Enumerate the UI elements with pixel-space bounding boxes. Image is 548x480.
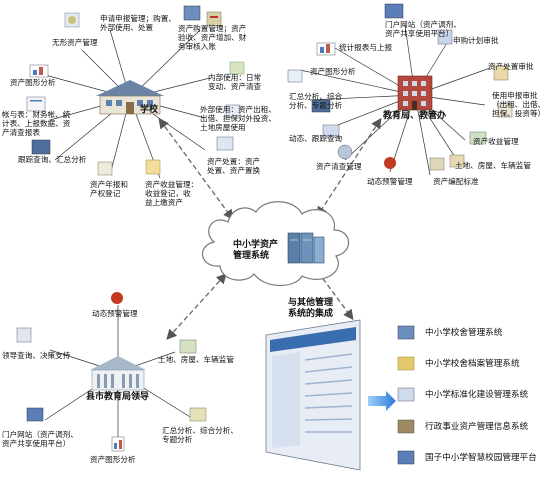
bureau-item-warning: 动态预警管理 <box>367 177 413 186</box>
school-item-tracking: 跟踪查询、汇总分析 <box>18 155 87 164</box>
school-item-external: 外部使用：资产出租、 出借、担保对外投资、 土地房屋使用 <box>200 105 276 133</box>
school-building-icon <box>96 80 164 115</box>
center-title: 中小学资产 管理系统 <box>233 240 279 261</box>
bureau-item-land: 土地、房屋、车辆监管 <box>455 161 531 170</box>
bureau-item-analysis: 汇总分析、综合 分析、专题分析 <box>289 92 343 111</box>
county-item-land: 土地、房屋、车辆监管 <box>158 355 234 364</box>
cloud-shape <box>202 201 350 287</box>
integration-screenshot <box>265 319 361 471</box>
bureau-item-plan: 申购计划审批 <box>453 36 499 45</box>
system-smart-campus: 国子中小学智慧校园管理平台 <box>425 453 537 463</box>
school-item-internal: 内部使用：日常 变动、资产清查 <box>208 73 262 92</box>
integration-arrow <box>368 391 396 411</box>
county-item-warning: 动态预警管理 <box>92 309 138 318</box>
county-building-icon <box>90 356 146 391</box>
system-campus-archive: 中小学校舍档案管理系统 <box>425 359 520 369</box>
county-item-graph: 资产图形分析 <box>90 455 136 464</box>
item-icons <box>16 3 513 465</box>
bureau-item-graph: 资产图形分析 <box>310 67 356 76</box>
bureau-item-tracking: 动态、跟踪查询 <box>289 134 343 143</box>
bureau-item-approval: 使用申报审批 （出租、出借、 担保、投资等） <box>492 91 546 119</box>
county-item-analysis: 汇总分析、综合分析、 专题分析 <box>162 426 238 445</box>
server-icon <box>287 232 325 264</box>
bureau-item-inventory: 资产清查管理 <box>316 162 362 171</box>
bureau-item-income: 资产收益管理 <box>473 137 519 146</box>
flow-arrows <box>158 117 382 340</box>
school-item-disposal: 资产处置：资产 处置、资产置换 <box>207 157 261 176</box>
bureau-item-portal: 门户网站（资产调剂、 资产共享使用平台） <box>385 20 461 39</box>
integration-title: 与其他管理 系统的集成 <box>288 298 334 319</box>
system-campus-building: 中小学校舍管理系统 <box>425 328 503 338</box>
school-item-income: 资产收益管理： 收益登记，收 益上缴资产 <box>145 180 199 208</box>
bureau-item-standard: 资产编配标准 <box>433 177 479 186</box>
county-item-query: 领导查询、决策支持 <box>2 351 71 360</box>
bureau-title: 教育局、教管办 <box>383 111 447 121</box>
system-admin-assets: 行政事业资产管理信息系统 <box>425 422 529 432</box>
school-item-purchase: 资产购置管理；资产 验收、资产增加、财 务审核入账 <box>178 24 247 52</box>
county-item-portal: 门户网站（资产调剂、 资产共享使用平台） <box>2 430 78 449</box>
school-item-annual: 资产年报和 产权登记 <box>90 180 128 199</box>
school-item-apply: 申请申报管理；购置、 外部使用、处置 <box>100 14 176 33</box>
school-item-intangible: 无形资产管理 <box>52 38 98 47</box>
bureau-building-icon <box>397 75 433 111</box>
bureau-item-disposal: 资产处置审批 <box>488 62 534 71</box>
school-item-books: 帐与表：财务帐、统 计表、上报数据、资 产清查报表 <box>2 110 71 138</box>
bureau-item-report: 统计报表与上报 <box>339 43 393 52</box>
system-standardization: 中小学标准化建设管理系统 <box>425 390 529 400</box>
county-title: 县市教育局领导 <box>86 392 150 402</box>
school-item-graph: 资产图形分析 <box>10 78 56 87</box>
school-title: 学校 <box>140 105 159 115</box>
